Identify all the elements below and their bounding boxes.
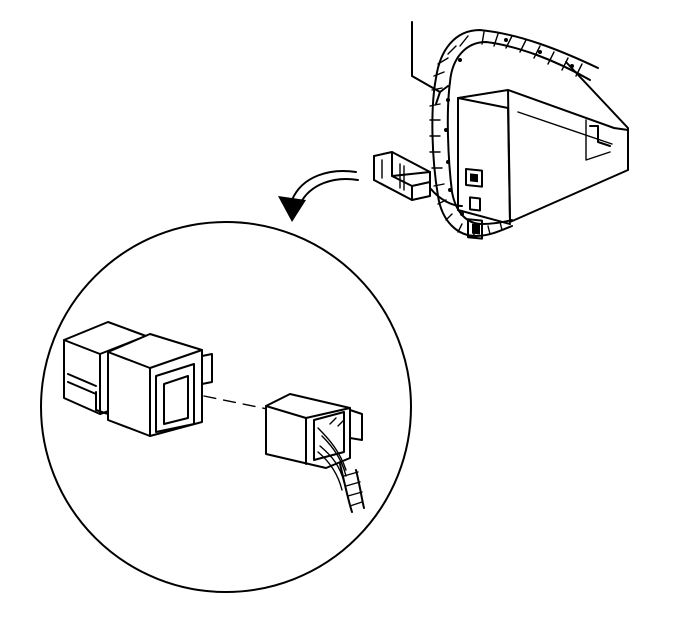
alignment-dashed-line	[203, 395, 273, 411]
wire-bundle	[317, 417, 365, 513]
braided-wiring-harness	[429, 29, 599, 237]
detail-view-arrow	[278, 170, 359, 222]
detail-view-circle	[40, 221, 412, 593]
module-housing	[411, 21, 629, 240]
separated-harness-connector	[265, 393, 363, 469]
mating-connector-body	[63, 321, 213, 437]
harness-connector-in-place	[373, 151, 463, 207]
